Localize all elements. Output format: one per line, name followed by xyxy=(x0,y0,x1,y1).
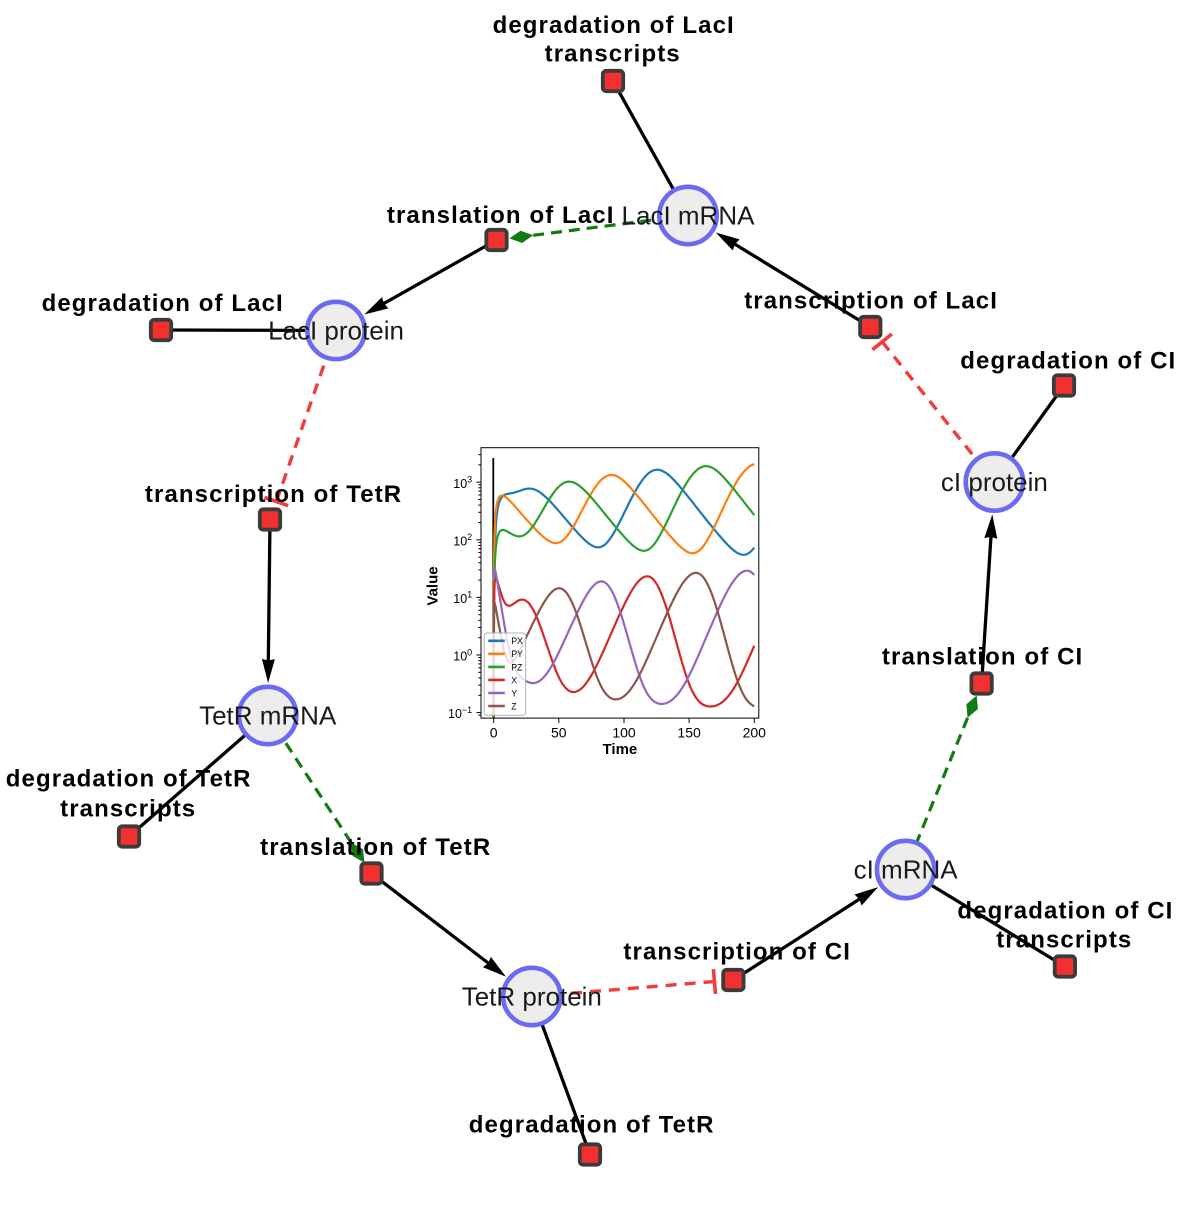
svg-text:PX: PX xyxy=(511,636,523,646)
svg-text:Y: Y xyxy=(511,688,517,698)
svg-text:translation of TetR: translation of TetR xyxy=(260,834,491,861)
svg-text:0: 0 xyxy=(490,724,498,740)
svg-text:LacI protein: LacI protein xyxy=(268,316,404,346)
svg-text:degradation of TetR: degradation of TetR xyxy=(469,1111,715,1138)
svg-text:degradation of TetR: degradation of TetR xyxy=(6,766,252,793)
svg-text:TetR protein: TetR protein xyxy=(462,982,602,1012)
svg-text:200: 200 xyxy=(743,724,767,740)
svg-text:translation of LacI: translation of LacI xyxy=(387,202,615,229)
svg-text:X: X xyxy=(511,675,517,685)
svg-text:translation of CI: translation of CI xyxy=(882,644,1083,671)
svg-text:10−1: 10−1 xyxy=(448,705,472,721)
svg-text:150: 150 xyxy=(677,724,701,740)
svg-text:103: 103 xyxy=(453,475,472,491)
svg-text:Z: Z xyxy=(511,701,517,711)
svg-text:transcription of TetR: transcription of TetR xyxy=(145,481,402,508)
svg-text:degradation of CI: degradation of CI xyxy=(960,348,1176,375)
svg-text:transcription of LacI: transcription of LacI xyxy=(744,288,998,315)
svg-text:102: 102 xyxy=(453,532,472,548)
svg-text:transcripts: transcripts xyxy=(545,41,681,68)
svg-text:PY: PY xyxy=(511,649,523,659)
svg-text:Value: Value xyxy=(425,566,442,605)
svg-text:transcription of CI: transcription of CI xyxy=(623,939,851,966)
svg-text:degradation of LacI: degradation of LacI xyxy=(42,290,284,317)
svg-text:degradation of LacI: degradation of LacI xyxy=(493,12,735,39)
svg-text:101: 101 xyxy=(453,590,472,606)
svg-text:cI protein: cI protein xyxy=(941,467,1048,497)
svg-text:100: 100 xyxy=(612,724,636,740)
svg-text:Time: Time xyxy=(603,741,638,758)
svg-text:PZ: PZ xyxy=(511,662,523,672)
svg-text:50: 50 xyxy=(551,724,567,740)
svg-text:100: 100 xyxy=(453,647,472,663)
svg-text:degradation of CI: degradation of CI xyxy=(957,898,1173,925)
svg-text:TetR mRNA: TetR mRNA xyxy=(199,701,337,731)
svg-text:transcripts: transcripts xyxy=(996,926,1132,953)
svg-text:transcripts: transcripts xyxy=(60,796,196,823)
svg-text:cI mRNA: cI mRNA xyxy=(854,855,959,885)
svg-text:LacI mRNA: LacI mRNA xyxy=(622,201,756,231)
